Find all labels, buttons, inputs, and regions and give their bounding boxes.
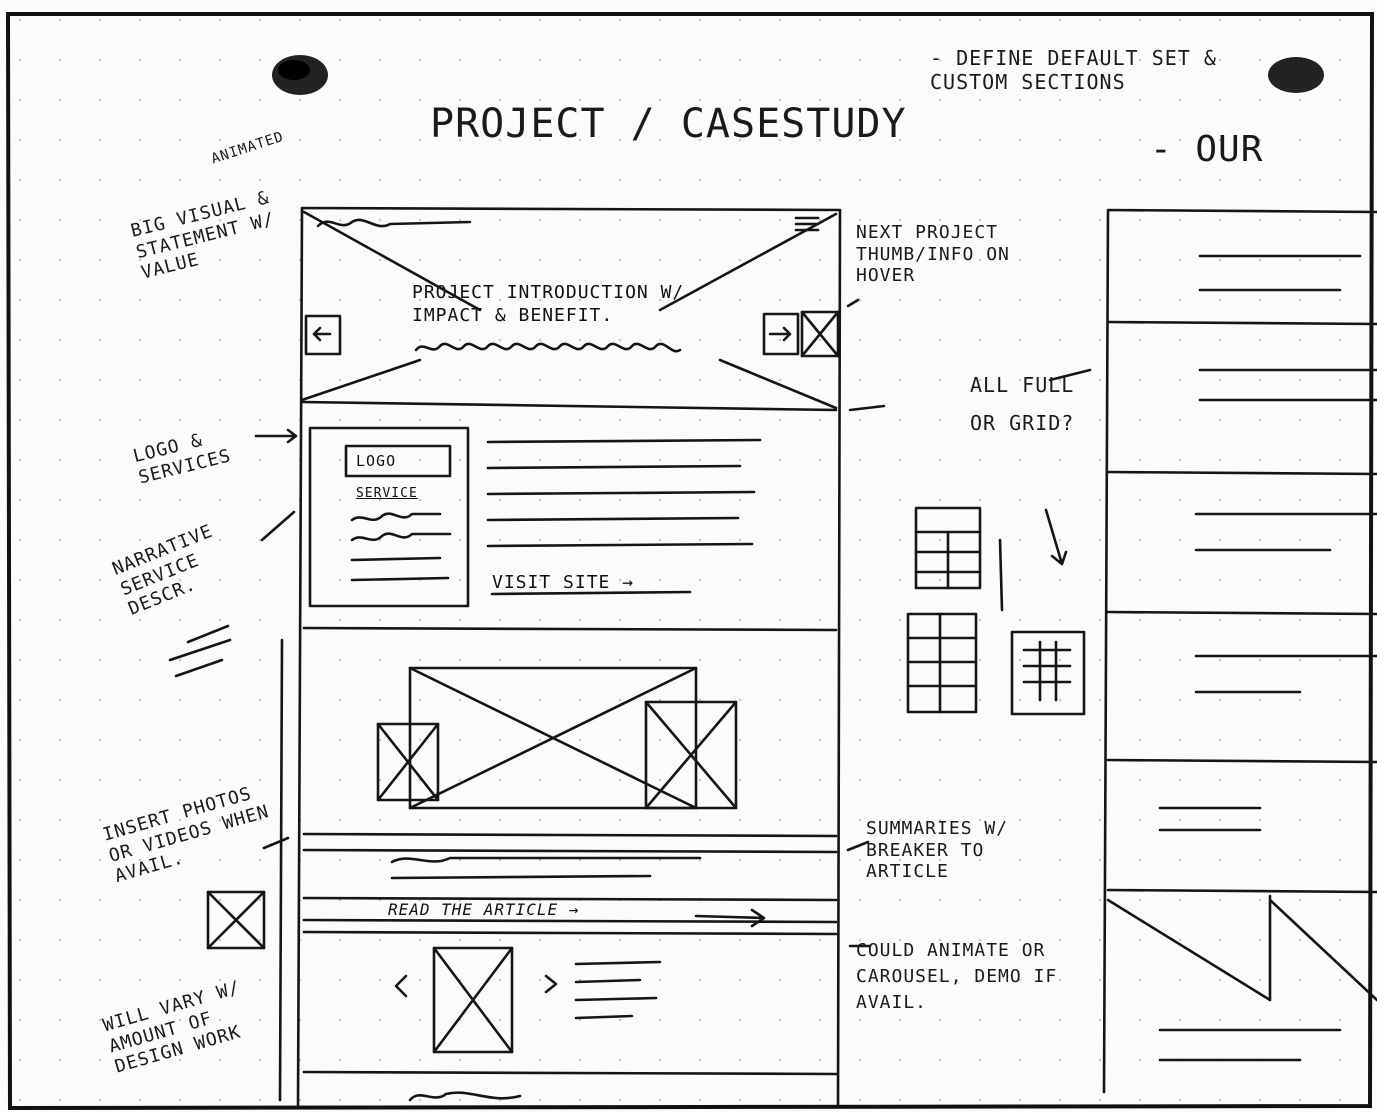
grid-thumb-c xyxy=(1010,630,1086,716)
logo-box-label: LOGO xyxy=(356,452,397,470)
logo-box xyxy=(344,444,452,478)
photo-small-right xyxy=(644,700,738,810)
summaries-note: SUMMARIES W/ BREAKER TO ARTICLE xyxy=(866,818,1009,883)
hero-intro-text: PROJECT INTRODUCTION W/ IMPACT & BENEFIT… xyxy=(412,282,685,326)
page-title: PROJECT / CASESTUDY xyxy=(430,101,907,147)
next-project-note: NEXT PROJECT THUMB/INFO ON HOVER xyxy=(856,222,1010,287)
page-border xyxy=(5,12,1375,1111)
carousel-image xyxy=(432,946,514,1054)
prev-arrow-box xyxy=(304,314,342,356)
full-or-grid-note: ALL FULL OR GRID? xyxy=(970,373,1075,435)
could-animate-note: COULD ANIMATE OR CAROUSEL, DEMO IF AVAIL… xyxy=(856,940,1058,1014)
read-article-link[interactable]: READ THE ARTICLE → xyxy=(388,900,580,919)
logo-scribble xyxy=(316,218,472,228)
our-note: - OUR xyxy=(1150,129,1264,170)
hamburger-icon xyxy=(794,216,820,232)
photo-small-left xyxy=(376,722,440,802)
service-label: SERVICE xyxy=(356,486,418,501)
logo-services-card xyxy=(308,426,470,608)
next-arrow-box xyxy=(762,312,800,356)
visit-site-link[interactable]: VISIT SITE → xyxy=(492,572,635,593)
second-wireframe xyxy=(1102,208,1377,1094)
read-article-arrow xyxy=(694,908,766,928)
binder-hole-right xyxy=(1268,57,1324,93)
hero-section xyxy=(300,400,838,412)
carousel-prev-icon xyxy=(394,974,408,998)
next-thumb-box xyxy=(800,310,840,358)
visit-site-underline xyxy=(490,590,692,596)
default-set-note: - DEFINE DEFAULT SET & CUSTOM SECTIONS xyxy=(930,46,1217,94)
side-thumb xyxy=(206,890,266,950)
wireframe-frame xyxy=(296,206,842,1108)
photo-main xyxy=(408,666,698,810)
carousel-next-icon xyxy=(544,974,558,994)
